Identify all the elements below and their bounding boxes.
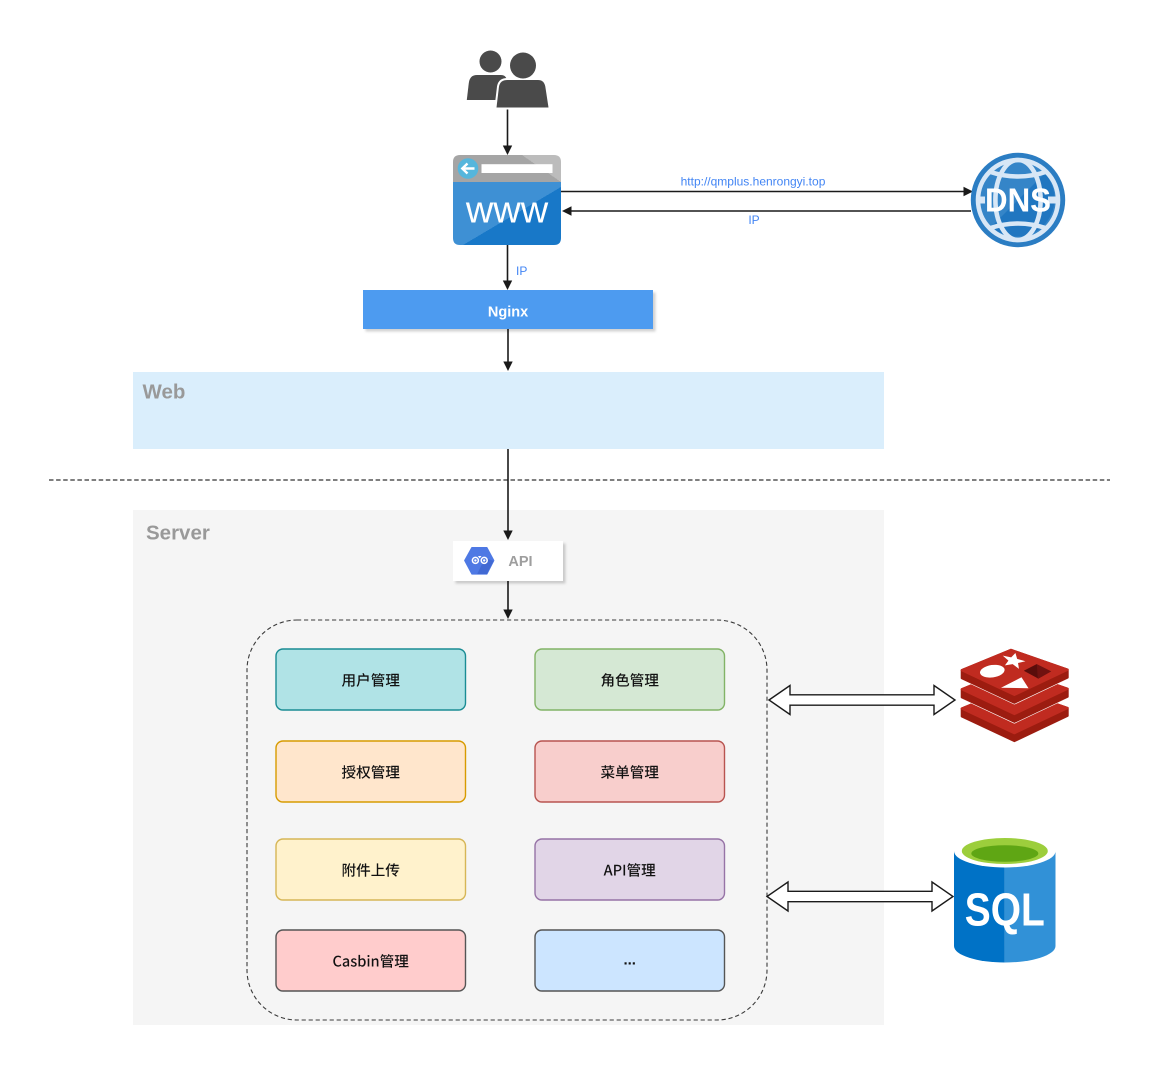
svg-text:Web: Web: [143, 381, 186, 404]
svg-text:SQL: SQL: [965, 884, 1045, 936]
svg-text:http://qmplus.henrongyi.top: http://qmplus.henrongyi.top: [681, 175, 826, 189]
svg-text:API: API: [508, 554, 532, 570]
svg-text:IP: IP: [516, 264, 527, 278]
svg-text:Nginx: Nginx: [488, 305, 528, 321]
svg-text:IP: IP: [748, 213, 759, 227]
svg-text:Server: Server: [146, 522, 210, 545]
svg-text:www: www: [465, 190, 549, 232]
svg-text:...: ...: [623, 952, 636, 969]
svg-text:DNS: DNS: [985, 182, 1051, 219]
